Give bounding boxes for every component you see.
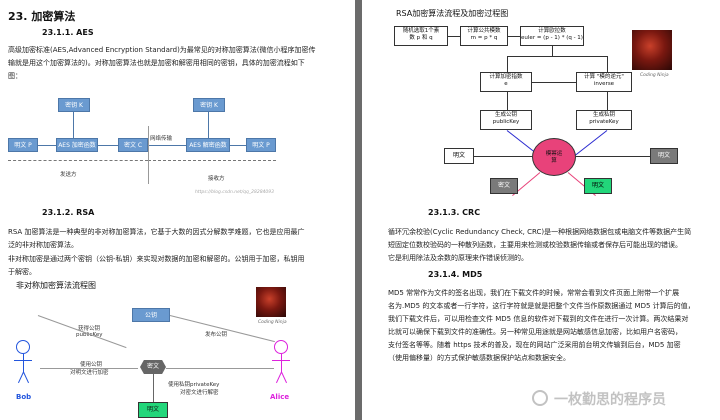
key-box-2: 密钥 K bbox=[193, 98, 225, 112]
gen-public-box: 生成公钥 publicKey bbox=[480, 110, 532, 130]
inverse-text-2: inverse bbox=[593, 81, 615, 87]
crc-heading: 23.1.3. CRC bbox=[428, 208, 481, 217]
network-label: 网络传输 bbox=[150, 136, 173, 142]
plain-right-box: 明文 bbox=[650, 148, 678, 164]
inverse-text: 计算 "模的逆元" bbox=[584, 74, 624, 80]
public-exp-box: 计算加密指数 e bbox=[480, 72, 532, 92]
encrypt-with-label: 使用公钥 bbox=[80, 362, 103, 368]
asymmetric-diagram-title: 非对称加密算法流程图 bbox=[16, 281, 96, 290]
gen-private-box: 生成私钥 privateKey bbox=[576, 110, 632, 130]
left-page: 23. 加密算法 23.1.1. AES 高级加密标准(AES,Advanced… bbox=[0, 0, 355, 420]
md5-para-4: 比就可以确保下载到文件的准确性。另一种常见用途就是网站敏感信息加密，比如用户名密… bbox=[388, 328, 682, 336]
md5-heading: 23.1.4. MD5 bbox=[428, 270, 483, 279]
watermark-logo-icon bbox=[532, 390, 548, 406]
crc-para-3: 它是利用除法及余数的原理来作错误侦测的。 bbox=[388, 254, 528, 262]
rsa-flow-title: RSA加密算法流程及加密过程图 bbox=[396, 9, 509, 18]
coding-ninja-avatar-2 bbox=[632, 30, 672, 70]
cipher-hexagon: 密文 bbox=[140, 360, 166, 374]
plain-box-1: 明文 P bbox=[8, 138, 38, 152]
decrypt-with-label: 使用私钥privateKey bbox=[168, 382, 220, 388]
publish-public-label: 发布公钥 bbox=[205, 332, 228, 338]
pick-primes-text-2: 数 p 和 q bbox=[409, 35, 433, 41]
alice-figure bbox=[272, 340, 290, 390]
plain-left-box: 明文 bbox=[444, 148, 474, 164]
rsa-para-4: 于解密。 bbox=[8, 268, 36, 276]
md5-para-5: 支付签名等等。随着 https 技术的普及，现在的网站广泛采用前台明文传输到后台… bbox=[388, 341, 681, 349]
md5-para-1: MD5 常常作为文件的签名出现，我们在下载文件的时候，常常会看到文件页面上附带一… bbox=[388, 289, 680, 297]
gen-private-text-2: privateKey bbox=[589, 119, 619, 125]
public-exp-text-2: e bbox=[504, 81, 508, 87]
get-public-label: 获得公钥 bbox=[78, 326, 101, 332]
modulus-text: 计算公共模数 bbox=[467, 28, 501, 34]
aes-para-1: 高级加密标准(AES,Advanced Encryption Standard)… bbox=[8, 46, 316, 54]
modulus-box: 计算公共模数 m = p * q bbox=[460, 26, 508, 46]
public-exp-text: 计算加密指数 bbox=[489, 74, 523, 80]
gen-public-text: 生成公钥 bbox=[494, 112, 517, 118]
inverse-box: 计算 "模的逆元" inverse bbox=[576, 72, 632, 92]
coding-ninja-avatar bbox=[256, 287, 286, 317]
modexp-text-2: 算 bbox=[551, 158, 557, 164]
cipher-box: 密文 C bbox=[118, 138, 148, 152]
pick-primes-text: 随机选取1个素 bbox=[402, 28, 440, 34]
euler-text-2: euler = (p - 1) * (q - 1) bbox=[521, 35, 583, 41]
plain-green-box: 明文 bbox=[138, 402, 168, 418]
crc-para-1: 循环冗余校验(Cyclic Redundancy Check, CRC)是一种根… bbox=[388, 228, 692, 236]
plain-box-2: 明文 P bbox=[246, 138, 276, 152]
plain-out-box: 明文 bbox=[584, 178, 612, 194]
md5-para-6: （使用偏移量）的方式保护敏感数据保护站点和数据安全。 bbox=[388, 354, 570, 362]
public-key-box: 公钥 bbox=[132, 308, 170, 322]
crc-para-2: 短固定位数校验码的一种散列函数，主要用来检测或校验数据传输或者保存后可能出现的错… bbox=[388, 241, 682, 249]
gen-private-text: 生成私钥 bbox=[592, 112, 615, 118]
decrypt-with2-label: 对密文进行解密 bbox=[180, 390, 219, 396]
avatar-caption: Coding Ninja bbox=[258, 320, 287, 325]
key-box-1: 密钥 K bbox=[58, 98, 90, 112]
euler-box: 计算欧拉数 euler = (p - 1) * (q - 1) bbox=[520, 26, 584, 46]
alice-label: Alice bbox=[270, 393, 290, 401]
aes-decrypt-box: AES 解密函数 bbox=[186, 138, 230, 152]
rsa-para-3: 非对称加密是通过两个密钥（公钥-私钥）来实现对数据的加密和解密的。公钥用于加密，… bbox=[8, 255, 305, 263]
encrypt-with2-label: 对明文进行加密 bbox=[70, 370, 109, 376]
section-title: 23. 加密算法 bbox=[8, 10, 76, 23]
gen-public-text-2: publicKey bbox=[492, 119, 520, 125]
right-page: RSA加密算法流程及加密过程图 随机选取1个素 数 p 和 q 计算公共模数 m… bbox=[362, 0, 720, 420]
receiver-label: 接收方 bbox=[208, 176, 225, 182]
modulus-text-2: m = p * q bbox=[470, 35, 498, 41]
aes-heading: 23.1.1. AES bbox=[42, 28, 94, 37]
aes-para-2: 输就是用这个加密算法的)。对称加密算法也就是加密和解密用相同的密钥，具体的加密流… bbox=[8, 59, 305, 67]
modexp-circle: 模幂运 算 bbox=[532, 138, 576, 176]
aes-para-3: 图： bbox=[8, 72, 22, 80]
bob-label: Bob bbox=[16, 393, 32, 401]
cipher-out-box: 密文 bbox=[490, 178, 518, 194]
md5-para-3: 我们下载文件后，可以用检查文件 MD5 信息的软件对下载到的文件在进行一次计算。… bbox=[388, 315, 689, 323]
avatar-caption-2: Coding Ninja bbox=[640, 73, 669, 78]
pick-primes-box: 随机选取1个素 数 p 和 q bbox=[394, 26, 448, 46]
md5-para-2: 名为.MD5 的文本或者一行字符，这行字符就是就是把整个文件当作原数据通过 MD… bbox=[388, 302, 695, 310]
rsa-heading: 23.1.2. RSA bbox=[42, 208, 95, 217]
rsa-para-1: RSA 加密算法是一种典型的非对称加密算法，它基于大数的因式分解数学难题，它也是… bbox=[8, 228, 305, 236]
sender-label: 发送方 bbox=[60, 172, 77, 178]
page-watermark: 一枚勤思的程序员 bbox=[554, 392, 666, 408]
euler-text: 计算欧拉数 bbox=[538, 28, 566, 34]
rsa-para-2: 泛的非对称加密算法。 bbox=[8, 241, 78, 249]
modexp-text: 模幂运 bbox=[545, 151, 563, 157]
csdn-watermark: https://blog.csdn.net/qq_28284093 bbox=[195, 190, 275, 195]
bob-figure bbox=[14, 340, 32, 390]
aes-encrypt-box: AES 加密函数 bbox=[56, 138, 98, 152]
